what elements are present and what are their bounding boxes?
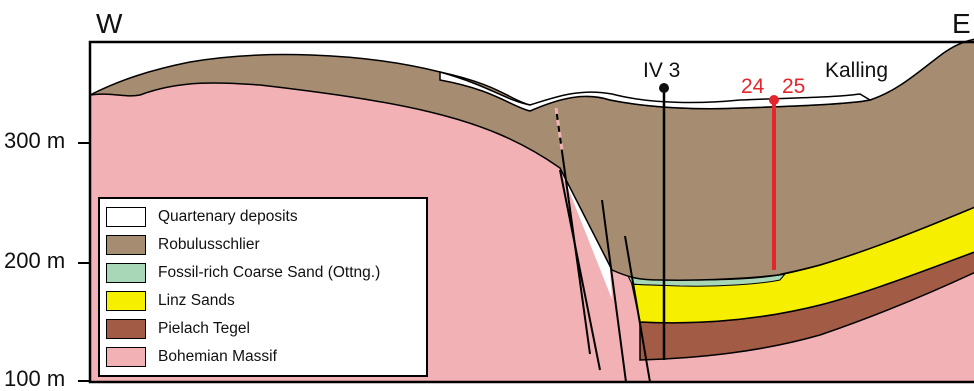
well-25-label: 25 xyxy=(782,76,805,97)
legend-label: Pielach Tegel xyxy=(158,320,250,338)
legend-label: Linz Sands xyxy=(158,292,235,310)
legend-swatch-quaternary xyxy=(106,207,146,227)
legend-item-fossil-sand: Fossil-rich Coarse Sand (Ottng.) xyxy=(106,261,380,285)
legend-swatch-robulusschlier xyxy=(106,235,146,255)
elevation-300-label: 300 m xyxy=(4,130,65,152)
legend-swatch-bohemian-massif xyxy=(106,347,146,367)
legend-label: Bohemian Massif xyxy=(158,348,277,366)
legend-swatch-fossil-sand xyxy=(106,263,146,283)
legend-item-bohemian-massif: Bohemian Massif xyxy=(106,345,277,369)
legend-item-quaternary: Quartenary deposits xyxy=(106,205,298,229)
well-iv3-label: IV 3 xyxy=(643,60,680,81)
borehole-iv3-head xyxy=(659,83,669,93)
well-24-label: 24 xyxy=(741,76,764,97)
kalling-label: Kalling xyxy=(825,60,888,81)
elevation-200-label: 200 m xyxy=(4,250,65,272)
elevation-100-label: 100 m xyxy=(4,368,65,390)
legend-label: Robulusschlier xyxy=(158,236,260,254)
west-label: W xyxy=(96,10,122,38)
legend-swatch-pielach-tegel xyxy=(106,319,146,339)
legend-swatch-linz-sands xyxy=(106,291,146,311)
legend-label: Fossil-rich Coarse Sand (Ottng.) xyxy=(158,264,380,282)
legend-item-linz-sands: Linz Sands xyxy=(106,289,235,313)
legend-label: Quartenary deposits xyxy=(158,208,298,226)
borehole-24-25-head xyxy=(769,95,779,105)
legend-item-robulusschlier: Robulusschlier xyxy=(106,233,260,257)
legend: Quartenary deposits Robulusschlier Fossi… xyxy=(98,197,428,377)
east-label: E xyxy=(952,10,971,38)
legend-item-pielach-tegel: Pielach Tegel xyxy=(106,317,250,341)
